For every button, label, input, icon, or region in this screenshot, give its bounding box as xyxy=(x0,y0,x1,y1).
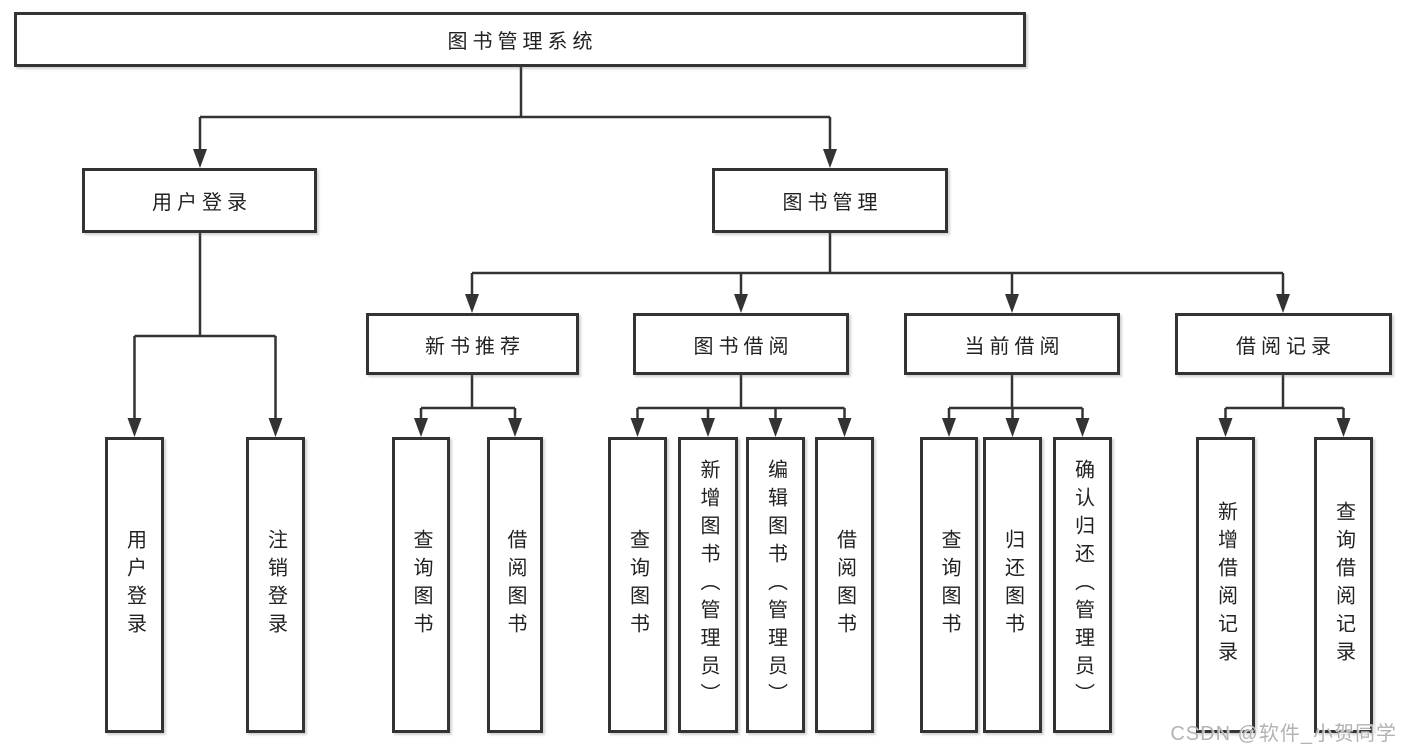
leaf-query-borrow-record: 查询借阅记录 xyxy=(1314,437,1373,733)
leaf-user-login: 用户登录 xyxy=(105,437,164,733)
arrowhead-icon xyxy=(268,418,283,437)
node-borrowing-records: 借阅记录 xyxy=(1175,313,1392,375)
arrowhead-icon xyxy=(1276,294,1290,313)
connector-arrowheads xyxy=(127,149,1351,437)
connector-new-book-rec-children xyxy=(419,375,517,420)
arrowhead-icon xyxy=(465,294,479,313)
arrowhead-icon xyxy=(823,149,837,168)
arrowhead-icon xyxy=(701,418,715,437)
connector-book-mgmt-children xyxy=(470,233,1285,295)
leaf-query-book-current: 查询图书 xyxy=(920,437,978,733)
node-current-borrowing: 当前借阅 xyxy=(904,313,1120,375)
connector-lines xyxy=(133,67,1345,420)
arrowhead-icon xyxy=(734,294,748,313)
arrowhead-icon xyxy=(768,418,783,437)
arrowhead-icon xyxy=(837,418,852,437)
arrowhead-icon xyxy=(1218,418,1233,437)
leaf-add-book-admin: 新增图书（管理员） xyxy=(678,437,738,733)
leaf-borrow-book-recommendation: 借阅图书 xyxy=(487,437,543,733)
leaf-return-book: 归还图书 xyxy=(983,437,1042,733)
node-new-book-recommendation: 新书推荐 xyxy=(366,313,579,375)
leaf-edit-book-admin: 编辑图书（管理员） xyxy=(746,437,805,733)
leaf-add-borrow-record: 新增借阅记录 xyxy=(1196,437,1255,733)
arrowhead-icon xyxy=(630,418,645,437)
arrowhead-icon xyxy=(1005,418,1020,437)
arrowhead-icon xyxy=(1336,418,1351,437)
node-book-borrowing: 图书借阅 xyxy=(633,313,849,375)
arrowhead-icon xyxy=(193,149,207,168)
arrowhead-icon xyxy=(414,418,428,437)
node-user-login: 用户登录 xyxy=(82,168,317,233)
connector-user-login-children xyxy=(133,233,277,420)
arrowhead-icon xyxy=(508,418,522,437)
arrowhead-icon xyxy=(1005,294,1019,313)
leaf-query-book-borrowing: 查询图书 xyxy=(608,437,667,733)
arrowhead-icon xyxy=(1075,418,1090,437)
node-root: 图书管理系统 xyxy=(14,12,1026,67)
leaf-query-book-recommendation: 查询图书 xyxy=(392,437,450,733)
leaf-confirm-return-admin: 确认归还（管理员） xyxy=(1053,437,1112,733)
connector-book-borrow-children xyxy=(636,375,846,420)
node-book-management: 图书管理 xyxy=(712,168,948,233)
arrowhead-icon xyxy=(942,418,956,437)
connector-root-children xyxy=(198,67,832,150)
connector-current-borrow-children xyxy=(947,375,1084,420)
arrowhead-icon xyxy=(127,418,142,437)
connector-borrow-record-children xyxy=(1224,375,1345,420)
csdn-watermark: CSDN @软件_小贺同学 xyxy=(1170,723,1397,745)
leaf-borrow-book: 借阅图书 xyxy=(815,437,874,733)
leaf-logout: 注销登录 xyxy=(246,437,305,733)
